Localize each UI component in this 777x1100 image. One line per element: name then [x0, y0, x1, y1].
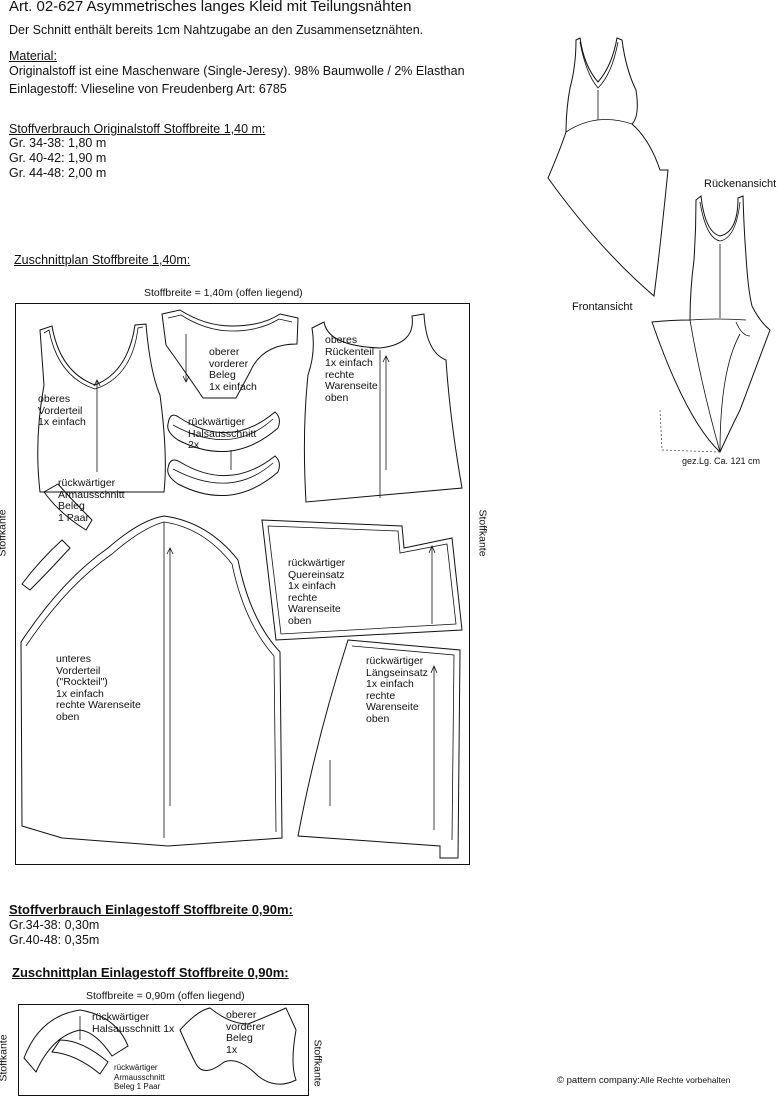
piece-upper-front-facing: [161, 309, 299, 399]
label-interfacing-back-neckline: rückwärtiger Halsausschnitt 1x: [92, 1011, 175, 1035]
label-back-neckline: rückwärtiger Halsausschnitt 2x: [188, 416, 257, 451]
consumption-row: Gr. 34-38: 1,80 m: [9, 136, 107, 150]
piece-lower-front-skirt: [20, 515, 283, 847]
interfacing-width-label: Stoffbreite = 0,90m (offen liegend): [86, 990, 245, 1002]
label-upper-back: oberes Rückenteil 1x einfach rechte Ware…: [325, 334, 378, 404]
selvage-left-label: Stoffkante: [0, 509, 9, 557]
dress-front-view: [547, 37, 669, 297]
label-lower-front-skirt: unteres Vorderteil ("Rockteil") 1x einfa…: [56, 653, 141, 723]
piece-upper-front: [37, 323, 166, 493]
interfacing-row: Gr.40-48: 0,35m: [9, 933, 100, 947]
fabric-width-label: Stoffbreite = 1,40m (offen liegend): [144, 287, 303, 299]
consumption-row: Gr. 44-48: 2,00 m: [9, 166, 107, 180]
cutting-plan-heading: Zuschnittplan Stoffbreite 1,40m:: [14, 253, 191, 267]
interfacing-selvage-left: Stoffkante: [0, 1034, 10, 1082]
copyright-mark: © pattern company:: [557, 1075, 641, 1086]
interfacing-pieces: [23, 1007, 297, 1085]
label-upper-front-facing: oberer vorderer Beleg 1x einfach: [209, 346, 257, 393]
label-back-armhole-facing: rückwärtiger Armausschnitt Beleg 1 Paar: [58, 477, 125, 524]
piece-back-cross-insert: [261, 519, 463, 641]
label-back-long-insert: rückwärtiger Längseinsatz 1x einfach rec…: [366, 655, 428, 725]
back-view-label: Rückenansicht: [704, 178, 777, 190]
material-fabric: Originalstoff ist eine Maschenware (Sing…: [9, 64, 465, 78]
fabric-consumption-heading: Stoffverbrauch Originalstoff Stoffbreite…: [9, 122, 266, 136]
length-note: gez.Lg. Ca. 121 cm: [682, 456, 761, 466]
label-interfacing-armhole-facing: rückwärtiger Armausschnitt Beleg 1 Paar: [114, 1063, 165, 1091]
piece-back-neckline: [167, 411, 280, 496]
material-heading: Material:: [9, 49, 57, 63]
selvage-right-label: Stoffkante: [476, 509, 489, 557]
cutting-plan-frame: [15, 303, 470, 865]
piece-back-long-insert: [297, 639, 461, 859]
label-interfacing-front-facing: oberer vorderer Beleg 1x: [226, 1009, 266, 1056]
interfacing-plan-frame: [18, 1004, 309, 1096]
front-view-label: Frontansicht: [572, 301, 633, 313]
page-title: Art. 02-627 Asymmetrisches langes Kleid …: [9, 0, 412, 15]
interfacing-row: Gr.34-38: 0,30m: [9, 918, 100, 932]
interfacing-consumption-heading: Stoffverbrauch Einlagestoff Stoffbreite …: [9, 902, 293, 917]
consumption-row: Gr. 40-42: 1,90 m: [9, 151, 107, 165]
rights-text: Alle Rechte vorbehalten: [640, 1075, 731, 1085]
material-interfacing: Einlagestoff: Vlieseline von Freudenberg…: [9, 82, 287, 96]
label-back-cross-insert: rückwärtiger Quereinsatz 1x einfach rech…: [288, 557, 346, 627]
copyright: © pattern company:Alle Rechte vorbehalte…: [557, 1075, 730, 1086]
interfacing-plan-heading: Zuschnittplan Einlagestoff Stoffbreite 0…: [12, 965, 289, 980]
piece-back-armhole-facing: [21, 483, 93, 591]
dress-back-view: [651, 195, 771, 453]
piece-upper-back: [303, 313, 463, 503]
seam-allowance-note: Der Schnitt enthält bereits 1cm Nahtzuga…: [9, 23, 424, 37]
interfacing-selvage-right: Stoffkante: [311, 1039, 324, 1087]
label-upper-front: oberes Vorderteil 1x einfach: [38, 393, 86, 428]
